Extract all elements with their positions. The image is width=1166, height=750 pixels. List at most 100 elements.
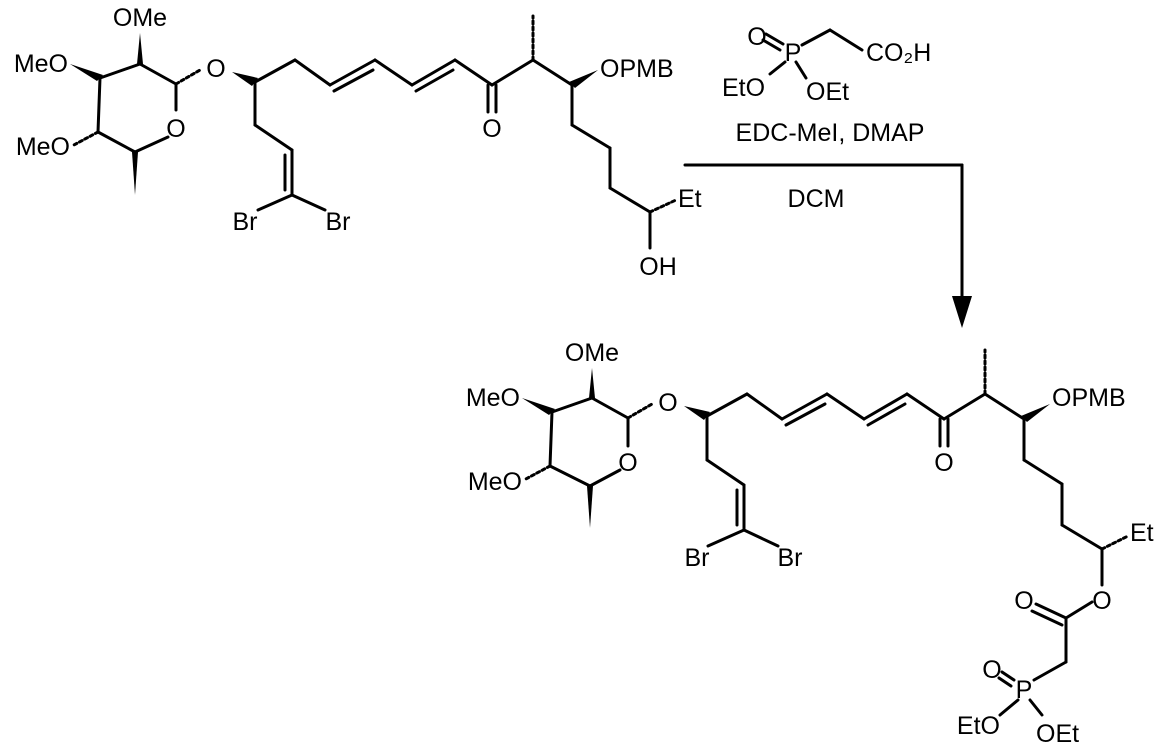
ring-oxygen-label: O bbox=[166, 115, 185, 143]
ring-oxygen-label: O bbox=[618, 449, 637, 477]
chain-bond bbox=[253, 58, 297, 84]
glycosidic-oxygen-label: O bbox=[658, 389, 677, 417]
solvent-label: DCM bbox=[788, 185, 845, 213]
phosphorus-label: P bbox=[785, 39, 802, 67]
hydroxyl-label: OH bbox=[639, 253, 677, 281]
hash-bond bbox=[522, 464, 552, 482]
wedge-bond bbox=[684, 406, 710, 420]
hash-bond bbox=[174, 68, 202, 86]
ring-bond bbox=[588, 468, 622, 488]
p-o-double-bond bbox=[1000, 670, 1016, 682]
ester-oxygen-label: O bbox=[1092, 587, 1111, 615]
p-oet-bond bbox=[998, 698, 1020, 717]
arrowhead-icon bbox=[952, 296, 972, 328]
chain-bond bbox=[531, 58, 574, 87]
chain-bond bbox=[570, 123, 612, 150]
chain-bond bbox=[1060, 523, 1104, 551]
wedge-bond bbox=[70, 64, 103, 81]
ketone-oxygen-label: O bbox=[482, 115, 501, 143]
chain-bond bbox=[1022, 458, 1064, 486]
p-c-bond bbox=[800, 28, 832, 47]
reagent-structure: O P CO₂H EtO OEt bbox=[722, 23, 931, 106]
ring-bond bbox=[548, 464, 592, 488]
phosphoryl-oxygen-label: O bbox=[747, 23, 766, 51]
ring-bond bbox=[548, 410, 554, 468]
chain-bond bbox=[705, 392, 749, 418]
ring-bond bbox=[138, 62, 178, 86]
wedge-bond bbox=[232, 72, 258, 86]
phosphoryl-oxygen-label: O bbox=[982, 656, 1001, 684]
c-br-bond bbox=[706, 528, 746, 548]
hash-bond bbox=[648, 198, 678, 214]
wedge-bond bbox=[132, 152, 138, 195]
p-o-double-bond bbox=[997, 676, 1013, 688]
chain-bond bbox=[490, 58, 535, 87]
ketone-oxygen-label: O bbox=[934, 449, 953, 477]
methoxy-label: OMe bbox=[113, 4, 167, 32]
methoxy-label: OMe bbox=[565, 339, 619, 367]
methoxy-label: MeO bbox=[468, 468, 522, 496]
methoxy-label: MeO bbox=[14, 50, 68, 78]
p-oet-bond bbox=[768, 60, 787, 76]
wedge-bond bbox=[569, 70, 598, 88]
wedge-bond bbox=[589, 368, 595, 398]
ethoxy-label: EtO bbox=[722, 74, 765, 102]
wedge-bond bbox=[587, 486, 593, 528]
chain-bond bbox=[780, 392, 829, 421]
hash-bond bbox=[1100, 534, 1130, 551]
glycosidic-oxygen-label: O bbox=[206, 55, 225, 83]
bromine-label: Br bbox=[326, 208, 351, 236]
chain-bond bbox=[942, 392, 987, 421]
methoxy-label: MeO bbox=[466, 384, 520, 412]
ring-bond bbox=[550, 396, 594, 414]
chain-bond bbox=[453, 58, 494, 87]
wedge-bond bbox=[522, 398, 555, 415]
ethoxy-label: EtO bbox=[957, 712, 1000, 740]
opmb-label: OPMB bbox=[1052, 384, 1126, 412]
carbonyl-bond bbox=[1034, 602, 1068, 620]
bromine-label: Br bbox=[685, 544, 710, 572]
c-br-bond bbox=[256, 193, 294, 212]
c-br-bond bbox=[290, 193, 327, 212]
double-bond-inner bbox=[784, 402, 827, 427]
ethyl-label: Et bbox=[1130, 519, 1154, 547]
phosphorus-label: P bbox=[1016, 676, 1033, 704]
p-c-bond bbox=[1032, 660, 1068, 682]
reactant-structure: OMe MeO MeO O O OPMB O Br Br Et OH bbox=[14, 4, 702, 281]
opmb-label: OPMB bbox=[600, 55, 674, 83]
ring-bond bbox=[96, 76, 102, 134]
chain-bond bbox=[253, 123, 294, 152]
chain-bond bbox=[745, 392, 784, 421]
chain-bond bbox=[328, 58, 377, 87]
chain-bond bbox=[410, 58, 457, 87]
ethoxy-label: OEt bbox=[806, 78, 849, 106]
carbonyl-oxygen-label: O bbox=[1014, 587, 1033, 615]
reagent-conditions-label: EDC-MeI, DMAP bbox=[736, 119, 925, 147]
ring-bond bbox=[133, 135, 170, 154]
carbonyl-bond bbox=[1030, 609, 1064, 627]
wedge-bond bbox=[137, 33, 143, 64]
hash-bond bbox=[626, 402, 654, 420]
ester-bond bbox=[1064, 600, 1094, 620]
wedge-bond bbox=[1021, 404, 1050, 422]
product-structure: OMe MeO MeO O O OPMB O Br Br Et O O O P … bbox=[466, 339, 1154, 748]
chain-bond bbox=[705, 458, 746, 487]
p-oet-bond bbox=[794, 60, 808, 80]
chain-bond bbox=[983, 392, 1026, 421]
chain-bond bbox=[373, 58, 414, 87]
chain-bond bbox=[905, 392, 946, 421]
p-o-double-bond bbox=[761, 38, 782, 52]
double-bond-inner bbox=[332, 68, 375, 93]
double-bond-inner bbox=[866, 402, 907, 427]
reaction-arrow bbox=[683, 163, 972, 328]
ring-bond bbox=[98, 62, 142, 80]
chain-bond bbox=[862, 392, 909, 421]
p-oet-bond bbox=[1028, 698, 1044, 717]
ethyl-label: Et bbox=[678, 185, 702, 213]
chain-bond bbox=[608, 186, 652, 214]
chain-bond bbox=[293, 58, 332, 87]
chain-bond bbox=[825, 392, 866, 421]
double-bond-inner bbox=[414, 68, 455, 93]
c-br-bond bbox=[742, 528, 780, 548]
carboxylic-acid-label: CO₂H bbox=[866, 39, 931, 67]
